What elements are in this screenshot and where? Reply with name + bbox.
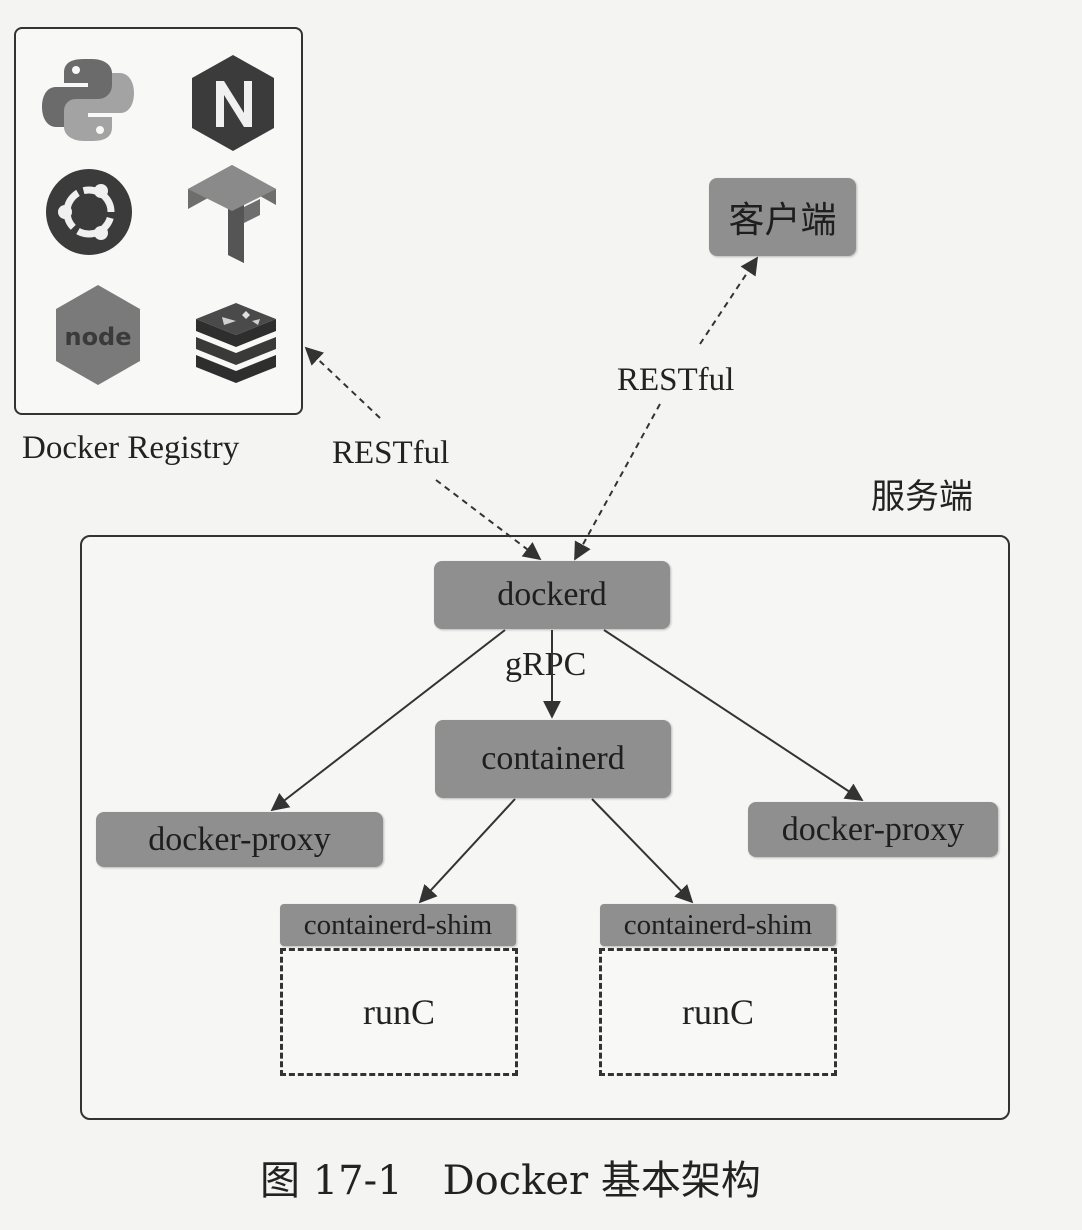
grpc-label: gRPC [505,646,587,683]
runc-box-left: runC [280,948,518,1076]
docker-proxy-node-left: docker-proxy [96,812,383,867]
ubuntu-logo-icon [44,167,134,257]
restful-label-client: RESTful [617,362,735,398]
registry-restful-connector [304,346,381,419]
nodejs-logo-icon: node [52,283,144,387]
dockerd-node: dockerd [434,561,670,629]
server-label: 服务端 [871,477,973,517]
client-restful-connector [699,256,758,345]
docker-registry-label: Docker Registry [22,430,240,466]
client-node: 客户端 [709,178,856,256]
restful-label-registry: RESTful [332,435,450,471]
runc-box-right: runC [599,948,837,1076]
nginx-logo-icon [188,53,278,153]
docker-registry-panel: node [14,27,303,415]
python-logo-icon [40,55,136,145]
figure-caption: 图 17-1 Docker 基本架构 [260,1158,761,1204]
redis-logo-icon [192,297,280,383]
containerd-shim-node-left: containerd-shim [280,904,516,946]
docker-proxy-node-right: docker-proxy [748,802,998,857]
containerd-node: containerd [435,720,671,798]
nodejs-logo-text: node [64,323,131,351]
tensorflow-logo-icon [184,159,280,269]
containerd-shim-node-right: containerd-shim [600,904,836,946]
